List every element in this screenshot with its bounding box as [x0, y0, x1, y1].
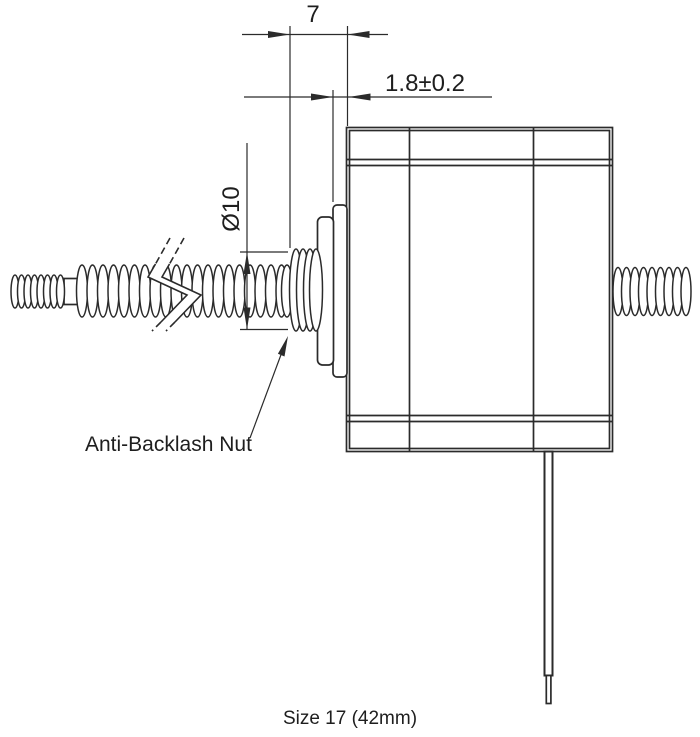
lead-screw-left	[10, 248, 324, 332]
dimension-nut-diameter: Ø10	[218, 143, 288, 331]
arrowhead-right-icon	[268, 31, 290, 38]
screw-end-thread	[10, 274, 66, 309]
leader-line	[249, 351, 283, 439]
leader-arrowhead-icon	[277, 336, 288, 357]
arrowhead-left-icon	[348, 93, 371, 101]
nut-callout: Anti-Backlash Nut	[85, 336, 288, 456]
nut-label: Anti-Backlash Nut	[85, 433, 252, 456]
arrowhead-down-icon	[243, 307, 251, 330]
motor-section-lines	[408, 127, 535, 452]
motor-body	[345, 126, 614, 453]
break-symbol	[146, 237, 203, 332]
wire-sleeve	[543, 450, 554, 677]
motor-outline	[345, 126, 614, 453]
extension-lines-dia	[240, 251, 288, 331]
motor-cap-seam-lines	[346, 158, 613, 423]
extension-lines-7	[289, 26, 349, 248]
lead-screw-right	[612, 266, 692, 317]
dimension-text-dia: Ø10	[218, 186, 245, 231]
break-line-right	[160, 263, 203, 323]
break-dash-right	[165, 237, 185, 332]
dimension-text-7: 7	[306, 1, 319, 28]
break-dash-left	[151, 237, 171, 332]
arrowhead-left-icon	[347, 31, 370, 38]
arrowhead-right-icon	[311, 93, 333, 101]
dimension-nut-protrusion: 7	[242, 1, 388, 248]
anti-backlash-nut	[316, 204, 348, 378]
motor-lead-wire	[543, 450, 554, 705]
break-line-left	[146, 263, 189, 323]
pilot-boss	[332, 204, 348, 378]
arrowhead-up-icon	[243, 252, 251, 274]
wire-pin	[545, 674, 552, 705]
drawing-caption: Size 17 (42mm)	[283, 708, 417, 729]
dimension-text-1-8: 1.8±0.2	[385, 70, 465, 97]
motor-inner-outline	[348, 129, 611, 450]
dimension-pilot-height: 1.8±0.2	[244, 70, 492, 202]
nut-spring-coils	[288, 248, 324, 332]
